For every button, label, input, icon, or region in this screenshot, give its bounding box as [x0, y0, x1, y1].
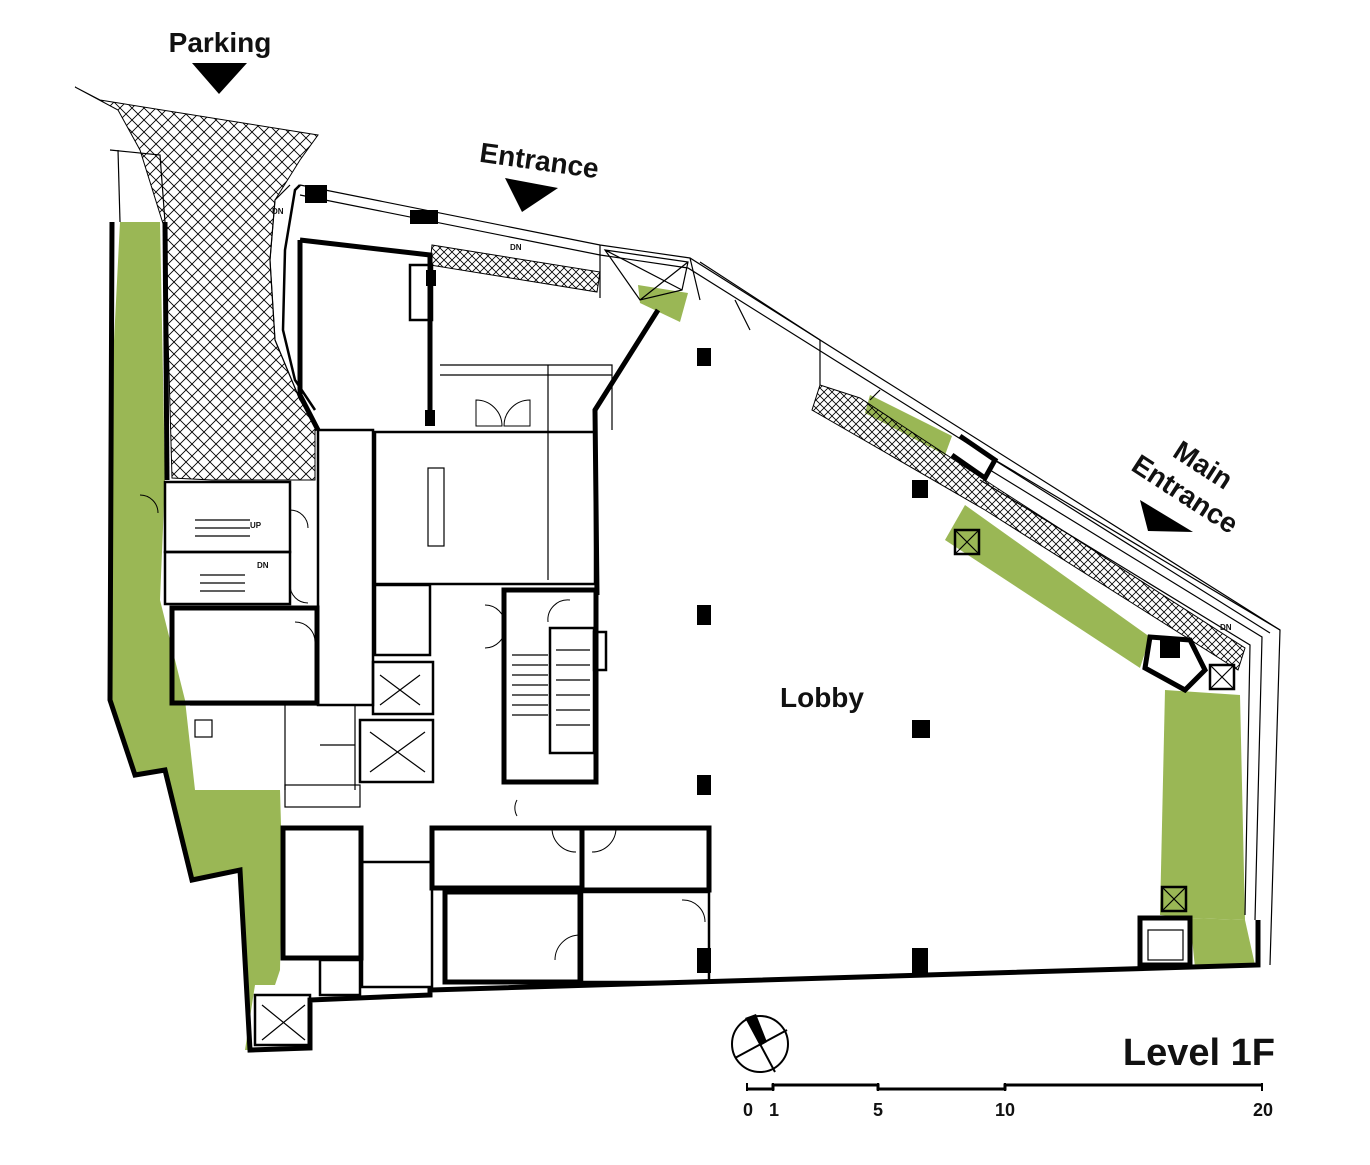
southeast-garden	[1160, 690, 1245, 920]
parking-label: Parking	[169, 27, 272, 58]
upper-small-garden	[638, 285, 688, 322]
scale-tick-1: 1	[769, 1100, 779, 1120]
parking-triangle-icon	[192, 63, 247, 94]
east-dn-label: DN	[1220, 623, 1232, 632]
scale-tick-20: 20	[1253, 1100, 1273, 1120]
lobby-label: Lobby	[780, 682, 864, 713]
ramp-dn-label: DN	[272, 207, 284, 216]
east-strip-garden	[865, 395, 952, 455]
exterior-walls	[107, 221, 1261, 1053]
level-title: Level 1F	[1123, 1032, 1275, 1074]
walk-dn-label: DN	[510, 243, 522, 252]
entrance-walk	[429, 244, 601, 293]
main-entrance-triangle-icon	[1140, 500, 1193, 532]
door-swings	[139, 399, 706, 961]
scale-tick-5: 5	[873, 1100, 883, 1120]
entrance-markers	[192, 63, 1193, 532]
southeast-corner-garden	[1190, 918, 1255, 968]
entrance-triangle-icon	[505, 178, 558, 212]
paved-areas	[74, 86, 1246, 671]
west-garden	[108, 222, 282, 1050]
skylights	[603, 249, 1236, 913]
interior-rooms	[163, 263, 1184, 1047]
columns	[305, 185, 1180, 973]
entrance-label: Entrance	[478, 137, 601, 184]
scale-tick-0: 0	[743, 1100, 753, 1120]
compass-icon	[731, 1014, 789, 1073]
main-entrance-walk	[811, 384, 1246, 671]
stair-dn-label: DN	[257, 561, 269, 570]
stair-up-label: UP	[250, 521, 262, 530]
scale-tick-10: 10	[995, 1100, 1015, 1120]
east-garden	[945, 505, 1150, 668]
scale-bar: 0 1 5 10 20	[743, 1083, 1273, 1120]
landscape-areas	[108, 222, 1255, 1050]
